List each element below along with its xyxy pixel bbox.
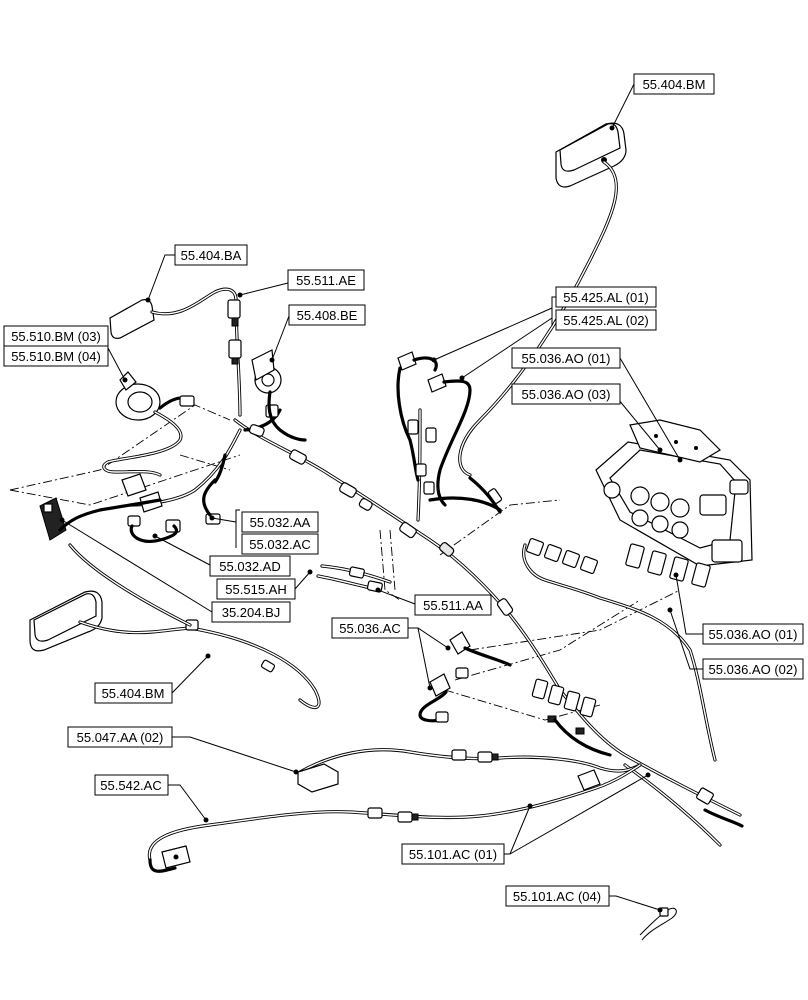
svg-text:55.101.AC (01): 55.101.AC (01)	[409, 847, 497, 862]
callout-55-542-ac: 55.542.AC	[94, 774, 169, 796]
callout-55-511-aa: 55.511.AA	[414, 594, 492, 616]
cable-tie	[639, 907, 677, 941]
callout-55-036-ao-01-right: 55.036.AO (01)	[702, 623, 804, 645]
callout-55-404-bm-top: 55.404.BM	[633, 73, 715, 95]
callout-55-036-ao-01-top: 55.036.AO (01)	[511, 347, 621, 369]
callout-55-036-ao-02: 55.036.AO (02)	[702, 658, 804, 680]
callout-55-047-aa-02: 55.047.AA (02)	[67, 726, 173, 748]
svg-text:55.511.AA: 55.511.AA	[423, 598, 483, 613]
callout-55-511-ae: 55.511.AE	[287, 269, 365, 291]
seat-switch	[102, 371, 195, 513]
control-valve	[595, 419, 753, 588]
pressure-sensors	[396, 351, 472, 507]
svg-text:55.036.AO (01): 55.036.AO (01)	[522, 351, 611, 366]
svg-text:55.425.AL (02): 55.425.AL (02)	[563, 313, 649, 328]
alignment-lines	[9, 404, 681, 721]
svg-text:55.032.AD: 55.032.AD	[219, 559, 280, 574]
callout-55-101-ac-04: 55.101.AC (04)	[505, 885, 610, 907]
callout-55-404-bm-lower: 55.404.BM	[94, 682, 173, 704]
svg-text:55.408.BE: 55.408.BE	[297, 308, 358, 323]
callout-55-404-ba: 55.404.BA	[174, 244, 248, 266]
svg-text:55.511.AE: 55.511.AE	[296, 273, 356, 288]
callout-35-204-bj: 35.204.BJ	[211, 601, 291, 623]
work-lamp-rear	[458, 122, 627, 514]
callout-55-425-al-02: 55.425.AL (02)	[555, 309, 657, 331]
callout-55-515-ah: 55.515.AH	[216, 578, 296, 600]
callout-55-036-ac: 55.036.AC	[331, 617, 409, 639]
connector-group-032	[127, 453, 227, 543]
svg-text:55.404.BM: 55.404.BM	[102, 686, 165, 701]
callout-55-036-ao-03: 55.036.AO (03)	[511, 383, 621, 405]
valve-connectors	[522, 537, 717, 762]
svg-text:55.510.BM (03): 55.510.BM (03)	[11, 329, 101, 344]
beacon-bracket	[251, 349, 307, 442]
svg-text:55.542.AC: 55.542.AC	[100, 778, 161, 793]
callout-55-101-ac-01: 55.101.AC (01)	[401, 843, 505, 865]
lower-harness	[147, 748, 744, 873]
callout-leaders	[59, 83, 703, 913]
svg-text:55.032.AA: 55.032.AA	[250, 515, 311, 530]
callout-boxes: 55.404.BM 55.404.BA 55.511.AE 55.408.BE …	[3, 73, 804, 907]
work-lamp-front	[29, 543, 321, 709]
svg-text:55.036.AC: 55.036.AC	[339, 621, 400, 636]
lamp-55-404-ba	[109, 287, 238, 339]
callout-55-032-ad: 55.032.AD	[209, 555, 291, 577]
main-harness	[128, 298, 742, 847]
svg-text:55.036.AO (03): 55.036.AO (03)	[522, 387, 611, 402]
temperature-sensors	[418, 631, 512, 723]
callout-55-408-be: 55.408.BE	[288, 304, 366, 326]
svg-text:55.032.AC: 55.032.AC	[249, 537, 310, 552]
callout-55-510-bm-04: 55.510.BM (04)	[3, 345, 109, 367]
lower-connectors	[531, 678, 612, 757]
svg-text:55.515.AH: 55.515.AH	[225, 582, 286, 597]
connector-group-upper	[227, 299, 242, 365]
callout-55-425-al-01: 55.425.AL (01)	[555, 286, 657, 308]
switch-35-204-bj	[39, 497, 162, 541]
svg-text:55.047.AA (02): 55.047.AA (02)	[77, 730, 164, 745]
svg-text:55.036.AO (02): 55.036.AO (02)	[709, 662, 798, 677]
svg-text:55.425.AL (01): 55.425.AL (01)	[563, 290, 649, 305]
svg-text:55.404.BM: 55.404.BM	[643, 77, 706, 92]
callout-55-032-ac: 55.032.AC	[241, 533, 319, 555]
cables-515-511	[316, 564, 392, 593]
svg-text:55.101.AC (04): 55.101.AC (04)	[513, 889, 601, 904]
svg-text:35.204.BJ: 35.204.BJ	[222, 605, 281, 620]
svg-text:55.510.BM (04): 55.510.BM (04)	[11, 349, 101, 364]
svg-text:55.036.AO (01): 55.036.AO (01)	[709, 627, 798, 642]
callout-55-510-bm-03: 55.510.BM (03)	[3, 325, 109, 347]
callout-55-032-aa: 55.032.AA	[241, 511, 319, 533]
svg-text:55.404.BA: 55.404.BA	[181, 248, 242, 263]
